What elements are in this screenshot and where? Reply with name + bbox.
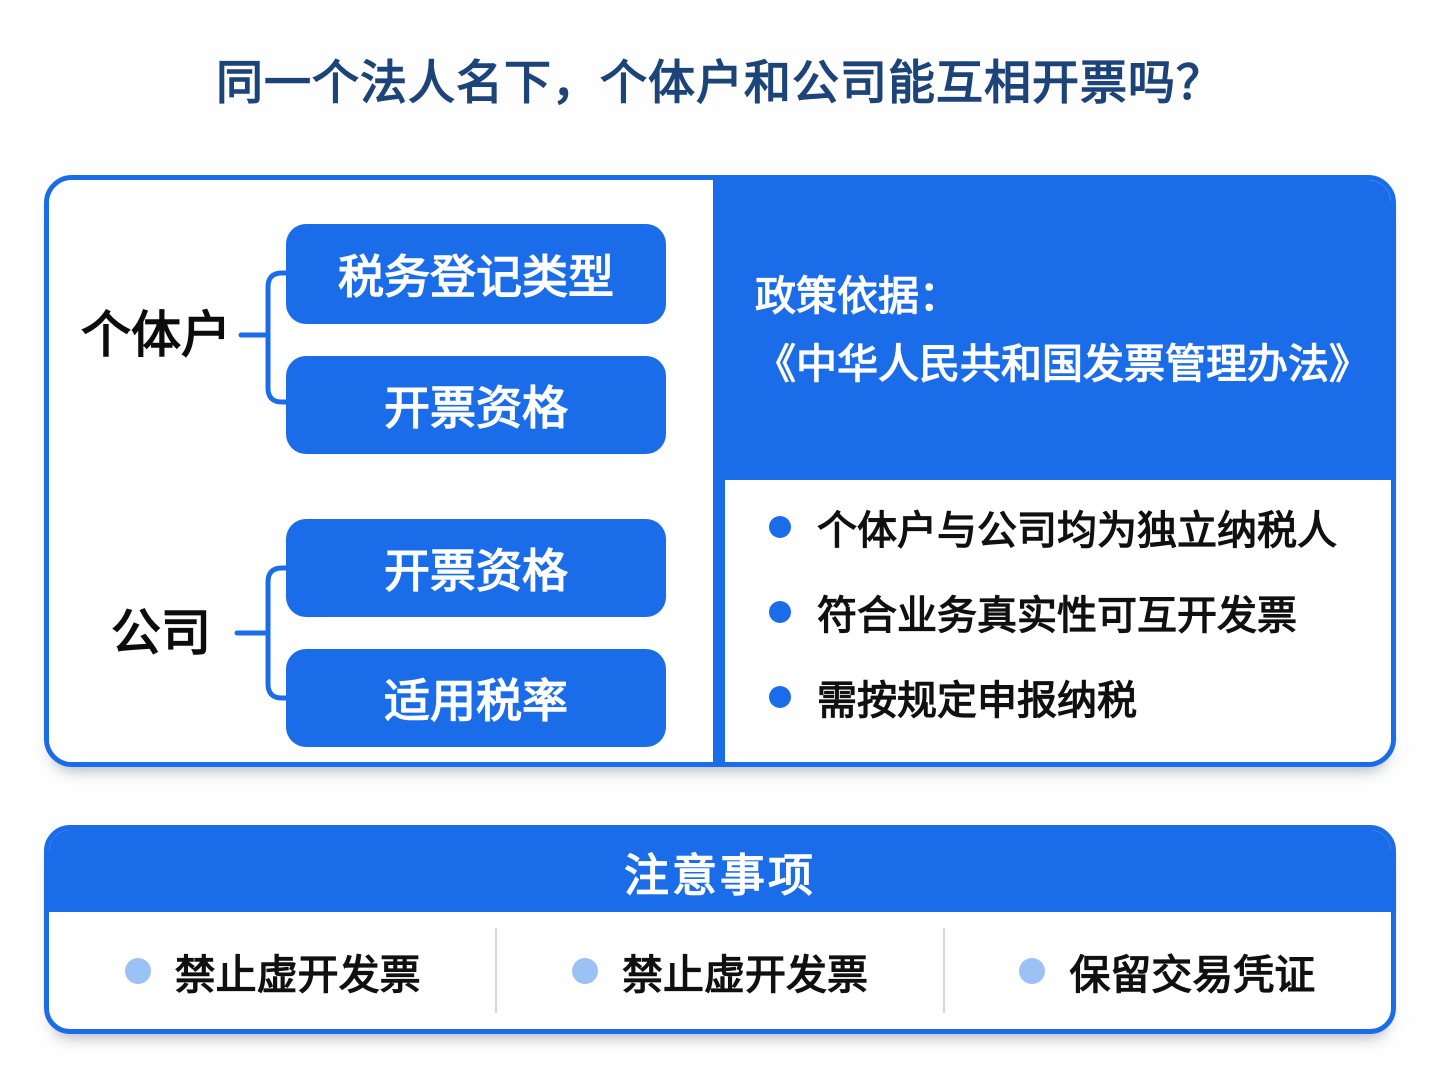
policy-point-row: 符合业务真实性可互开发票 <box>769 583 1391 641</box>
tree-node-applicable-tax-rate: 适用税率 <box>286 649 666 747</box>
policy-point-row: 个体户与公司均为独立纳税人 <box>769 498 1391 556</box>
note-item-text: 保留交易凭证 <box>1069 951 1316 998</box>
notes-header: 注意事项 <box>49 830 1391 912</box>
tree-connectors <box>234 270 289 701</box>
bullet-dot-icon <box>769 516 791 538</box>
main-card: 个体户 税务登记类型 开票资格 公司 开票资格 适用税率 政策依据： 《中华人民… <box>44 175 1396 767</box>
note-item-text: 禁止虚开发票 <box>174 951 421 998</box>
panel-divider <box>713 180 725 762</box>
tree-node-tax-registration-type: 税务登记类型 <box>286 224 666 324</box>
notes-body: 禁止虚开发票 禁止虚开发票 保留交易凭证 <box>49 912 1391 1029</box>
policy-point-row: 需按规定申报纳税 <box>769 668 1391 726</box>
policy-point-text: 符合业务真实性可互开发票 <box>817 594 1297 638</box>
note-item: 保留交易凭证 <box>942 912 1391 1029</box>
policy-reference: 《中华人民共和国发票管理办法》 <box>755 341 1370 387</box>
policy-point-text: 需按规定申报纳税 <box>817 679 1137 723</box>
note-item: 禁止虚开发票 <box>495 912 943 1029</box>
policy-point-text: 个体户与公司均为独立纳税人 <box>817 509 1337 553</box>
notes-card: 注意事项 禁止虚开发票 禁止虚开发票 保留交易凭证 <box>44 825 1396 1034</box>
policy-section: 政策依据： 《中华人民共和国发票管理办法》 <box>725 180 1391 480</box>
tree-node-invoicing-qualification-getihu: 开票资格 <box>286 356 666 454</box>
note-item-text: 禁止虚开发票 <box>621 951 868 998</box>
tree-node-invoicing-qualification-gongsi: 开票资格 <box>286 519 666 617</box>
tree-panel: 个体户 税务登记类型 开票资格 公司 开票资格 适用税率 <box>49 180 713 762</box>
bullet-dot-icon <box>1019 957 1046 984</box>
connector-getihu-bracket <box>265 270 289 405</box>
policy-heading: 政策依据： <box>755 273 960 319</box>
note-item: 禁止虚开发票 <box>49 912 496 1029</box>
connector-gongsi-bracket <box>265 565 289 701</box>
page-title: 同一个法人名下，个体户和公司能互相开票吗？ <box>216 56 1224 109</box>
bullet-dot-icon <box>571 957 598 984</box>
bullet-dot-icon <box>124 957 151 984</box>
policy-points: 个体户与公司均为独立纳税人 符合业务真实性可互开发票 需按规定申报纳税 <box>725 480 1391 762</box>
bullet-dot-icon <box>769 601 791 623</box>
right-panel: 政策依据： 《中华人民共和国发票管理办法》 个体户与公司均为独立纳税人 符合业务… <box>725 180 1391 762</box>
tree-label-gongsi: 公司 <box>111 605 211 661</box>
tree-label-getihu: 个体户 <box>81 307 231 363</box>
bullet-dot-icon <box>769 686 791 708</box>
